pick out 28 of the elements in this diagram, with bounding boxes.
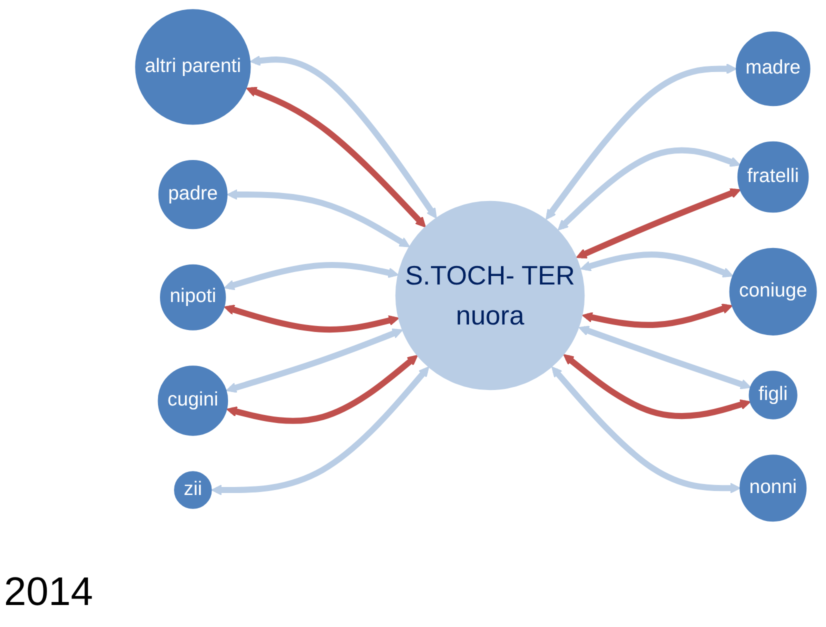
arrow <box>226 354 418 424</box>
year-label: 2014 <box>4 570 93 615</box>
node-circle: madre <box>736 32 810 106</box>
arrow <box>226 328 404 393</box>
arrow <box>211 366 430 496</box>
arrow <box>582 304 733 328</box>
node-circle: nonni <box>740 454 807 522</box>
node-circle: padre <box>158 160 228 230</box>
arrow <box>578 326 752 390</box>
arrow <box>246 86 426 228</box>
node-circle: altri parenti <box>135 9 251 125</box>
arrow <box>226 189 410 248</box>
node-circle: nipoti <box>160 264 226 330</box>
node-circle: fratelli <box>737 141 809 213</box>
node-circle: S.TOCH- TER nuora <box>395 200 585 390</box>
node-circle: cugini <box>158 366 228 436</box>
arrow <box>580 252 734 278</box>
arrow <box>576 188 741 259</box>
arrow <box>224 304 400 333</box>
arrow <box>250 55 437 219</box>
node-circle: zii <box>174 471 212 509</box>
node-circle: coniuge <box>729 248 817 336</box>
arrow <box>546 63 737 220</box>
arrow <box>558 147 741 230</box>
arrow <box>551 366 741 494</box>
arrow <box>224 262 399 290</box>
arrow <box>563 354 751 420</box>
node-circle: figli <box>748 370 798 420</box>
